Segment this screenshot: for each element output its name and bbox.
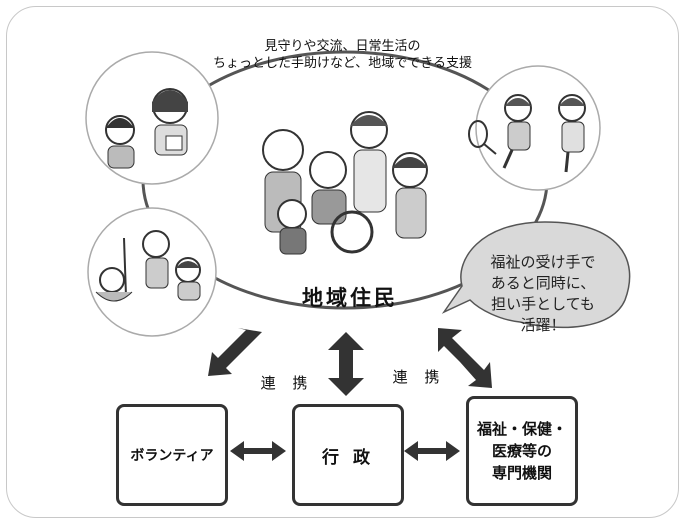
volunteer-label: ボランティア: [130, 448, 214, 464]
illustration-tennis: [468, 65, 601, 191]
community-residents-label: 地域住民: [302, 286, 398, 310]
arrow-government-link: [328, 332, 364, 396]
link-label-right: 連 携: [392, 368, 446, 386]
arrow-volunteer-link: [208, 328, 262, 376]
speech-bubble-text: 福祉の受け手で あると同時に、 担い手としても 活躍！: [490, 253, 596, 334]
government-box: 行 政: [292, 404, 404, 506]
link-label-left: 連 携: [260, 374, 314, 392]
government-label: 行 政: [322, 447, 374, 468]
illustration-residents-group: [262, 111, 428, 255]
professional-box: 福祉・保健・ 医療等の 専門機関: [466, 396, 578, 506]
arrow-professional-link: [438, 328, 492, 388]
volunteer-box: ボランティア: [116, 404, 228, 506]
arrow-government-professional: [404, 441, 460, 461]
illustration-gardening: [87, 207, 217, 337]
support-caption-line2: ちょっとした手助けなど、地域でできる支援: [212, 56, 473, 71]
professional-label: 福祉・保健・ 医療等の 専門機関: [476, 420, 567, 482]
arrow-volunteer-government: [230, 441, 286, 461]
speech-bubble: [441, 221, 631, 329]
support-caption-line1: 見守りや交流、日常生活の: [264, 39, 421, 54]
illustration-kids-reading: [85, 51, 219, 185]
